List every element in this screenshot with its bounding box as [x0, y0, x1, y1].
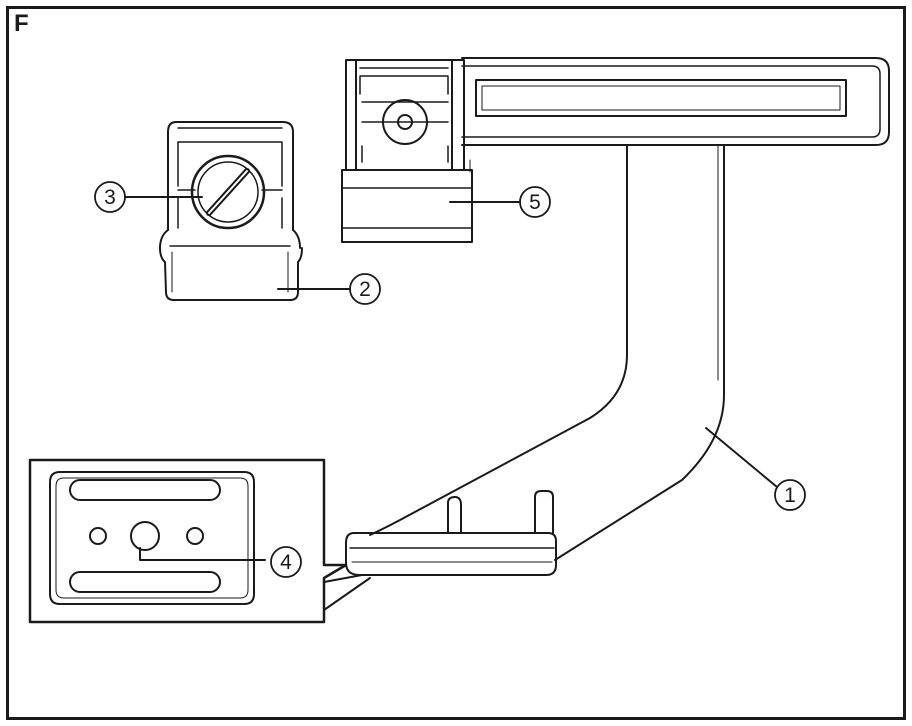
callout-label-5: 5 — [529, 191, 541, 214]
callout-label-4: 4 — [280, 551, 292, 574]
panel-letter: F — [14, 10, 29, 37]
callout-circles — [94, 181, 806, 578]
callout-circle-2 — [349, 273, 381, 305]
inset-detail — [28, 458, 371, 624]
callout-label-3: 3 — [104, 186, 116, 209]
figure-frame — [6, 6, 906, 720]
top-clamp — [341, 59, 473, 243]
callout-circle-3 — [94, 181, 126, 213]
bracket-arm — [369, 57, 890, 561]
bracket-foot — [345, 490, 557, 576]
leader-lines — [124, 196, 778, 561]
callout-circle-5 — [519, 186, 551, 218]
callout-circle-4 — [270, 546, 302, 578]
callout-label-2: 2 — [359, 278, 371, 301]
callout-circle-1 — [774, 479, 806, 511]
clamp-block — [159, 121, 303, 301]
callout-label-1: 1 — [784, 484, 796, 507]
